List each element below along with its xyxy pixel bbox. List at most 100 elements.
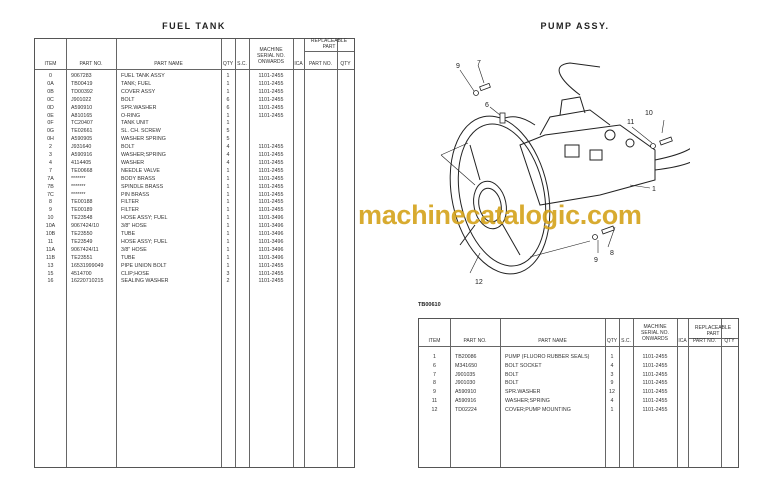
row-item: 0C: [47, 96, 54, 103]
row-item: 0A: [47, 80, 54, 87]
header-divider: [419, 346, 738, 347]
row-part-no: A590905: [71, 136, 93, 143]
row-part-no: TC20407: [71, 120, 93, 127]
row-part-no: TD02224: [455, 406, 477, 413]
row-qty: 6: [226, 96, 230, 103]
row-qty: 3: [226, 270, 230, 277]
row-qty: 1: [226, 262, 230, 269]
row-item: 16: [47, 278, 54, 285]
row-qty: 1: [226, 231, 230, 237]
header-part-no: PART NO.: [79, 61, 103, 67]
row-part-no: TE23551: [71, 254, 93, 261]
column-divider: [221, 39, 222, 467]
column-divider: [304, 39, 305, 467]
row-serial: 1101-3496: [258, 254, 284, 261]
row-part-no: M341650: [455, 362, 478, 369]
row-serial: 1101-2455: [258, 278, 284, 285]
row-qty: 5: [226, 128, 230, 135]
row-part-name: BODY BRASS: [121, 175, 156, 182]
row-part-name: FILTER: [121, 199, 139, 206]
row-qty: 1: [226, 73, 230, 79]
header-replaceable-part-no: PART NO.: [308, 61, 333, 67]
row-part-name: BOLT: [505, 380, 519, 387]
row-qty: 4: [226, 152, 230, 158]
row-item: 7: [49, 167, 52, 174]
row-part-no: TE23550: [71, 231, 93, 237]
callout-12: 12: [475, 279, 483, 286]
row-item: 12: [431, 406, 438, 413]
row-serial: 1101-3496: [258, 231, 284, 237]
row-qty: 1: [226, 88, 230, 95]
row-qty: 1: [226, 80, 230, 87]
row-serial: 1101-2455: [258, 183, 284, 190]
row-item: 4: [49, 159, 52, 166]
row-part-name: BOLT: [121, 96, 135, 103]
header-part-name: PART NAME: [154, 61, 183, 67]
row-part-name: O-RING: [121, 112, 141, 119]
column-divider: [721, 319, 722, 467]
row-part-no: A590910: [455, 389, 477, 396]
row-qty: 1: [226, 246, 230, 253]
row-part-name: 3/8" HOSE: [121, 246, 147, 253]
row-item: 8: [433, 380, 436, 387]
row-item: 3: [49, 152, 52, 158]
row-qty: 5: [226, 136, 230, 143]
column-divider: [677, 319, 678, 467]
header-qty: QTY: [606, 338, 618, 344]
row-serial: 1101-2455: [258, 152, 284, 158]
row-qty: 4: [610, 362, 614, 369]
header-sc: S.C.: [237, 61, 247, 67]
pump-assembly-diagram: 9 7 6 10 11 1 8 9 12: [440, 60, 690, 286]
header-replaceable-part-no: PART NO.: [692, 338, 717, 344]
header-qty: QTY: [222, 61, 234, 67]
row-part-name: HOSE ASSY; FUEL: [121, 238, 168, 245]
row-part-name: TANK; FUEL: [121, 80, 152, 87]
column-divider: [450, 319, 451, 467]
row-part-name: SPR.WASHER: [121, 104, 157, 111]
row-qty: 4: [226, 144, 230, 151]
row-part-no: A810165: [71, 112, 93, 119]
row-part-no: A590910: [71, 104, 93, 111]
row-serial: 1101-2455: [642, 362, 668, 369]
row-serial: 1101-2455: [258, 262, 284, 269]
row-item: 11: [47, 238, 54, 245]
row-qty: 12: [609, 389, 615, 396]
row-serial: 1101-2455: [642, 406, 668, 413]
row-serial: 1101-2455: [258, 199, 284, 206]
row-serial: 1101-2455: [258, 80, 284, 87]
row-part-no: TE00188: [71, 199, 93, 206]
row-qty: 1: [226, 223, 230, 230]
header-sc: S.C.: [621, 338, 631, 344]
row-qty: 1: [226, 207, 230, 214]
row-part-no: J901035: [455, 371, 476, 378]
row-part-no: TB00419: [71, 80, 93, 87]
row-part-no: *******: [71, 183, 86, 190]
row-item: 10: [47, 215, 54, 222]
header-serial: MACHINE SERIAL NO. ONWARDS: [257, 47, 285, 65]
row-part-no: TD00392: [71, 88, 93, 95]
row-item: 0F: [47, 120, 54, 127]
callout-6: 6: [485, 102, 489, 109]
row-item: 9: [433, 389, 436, 396]
row-serial: 1101-2455: [258, 144, 284, 151]
column-divider: [235, 39, 236, 467]
row-part-name: SPINDLE BRASS: [121, 183, 164, 190]
row-item: 10A: [45, 223, 56, 230]
row-qty: 6: [226, 104, 230, 111]
row-part-name: COVER;PUMP MOUNTING: [505, 406, 571, 413]
row-part-name: NEEDLE VALVE: [121, 167, 160, 174]
row-qty: 1: [226, 175, 230, 182]
row-serial: 1101-2455: [642, 371, 668, 378]
replaceable-divider: [688, 338, 738, 339]
header-replaceable-qty: QTY: [724, 338, 735, 344]
header-replaceable-part: REPLACEABLE PART: [694, 325, 732, 337]
row-item: 13: [47, 262, 54, 269]
replaceable-divider: [304, 51, 354, 52]
column-divider: [633, 319, 634, 467]
row-serial: 1101-2455: [258, 159, 284, 166]
figure-code: TB00610: [418, 302, 441, 308]
row-part-name: WASHER SPRING: [121, 136, 166, 143]
row-part-name: WASHER;SPRING: [121, 152, 166, 158]
row-serial: 1101-2455: [258, 88, 284, 95]
